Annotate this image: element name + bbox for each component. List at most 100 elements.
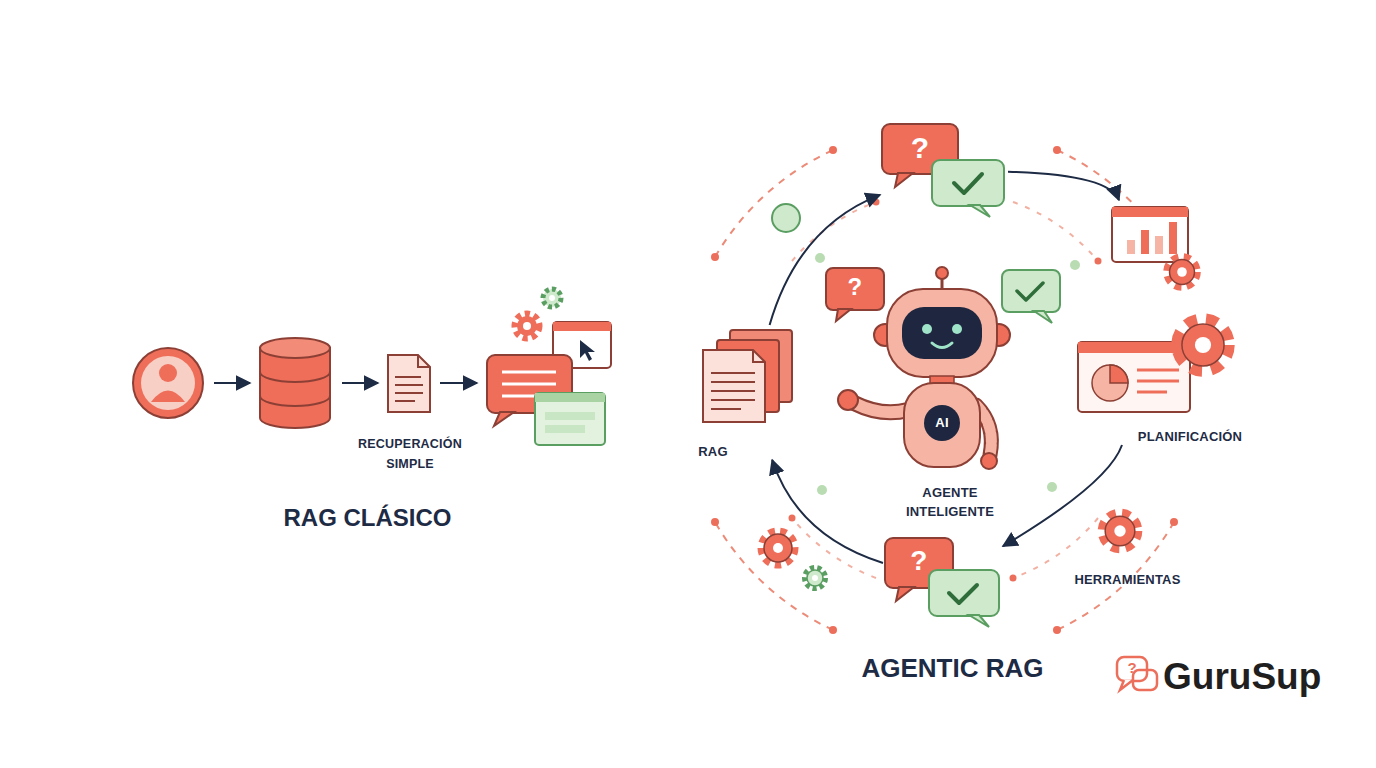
illustration-circle bbox=[829, 626, 837, 634]
illustration-path bbox=[260, 348, 330, 428]
illustration-circle bbox=[817, 485, 827, 495]
illustration-path bbox=[896, 587, 914, 601]
illustration-circle bbox=[952, 324, 962, 334]
illustration-line bbox=[711, 399, 755, 401]
illustration-line bbox=[1137, 380, 1179, 383]
illustration-circle bbox=[762, 532, 794, 564]
illustration-path bbox=[1017, 283, 1043, 300]
illustration-path bbox=[494, 412, 514, 426]
illustration-line bbox=[711, 381, 755, 383]
illustration-path bbox=[949, 585, 977, 603]
illustration-line bbox=[502, 371, 556, 374]
illustration-rect bbox=[1141, 230, 1149, 254]
illustration-path bbox=[715, 522, 833, 630]
illustration-rect bbox=[929, 570, 999, 616]
node-label: ? bbox=[894, 543, 944, 579]
node-label: AI bbox=[924, 414, 960, 432]
illustration-path bbox=[1013, 518, 1098, 578]
illustration-path bbox=[970, 205, 990, 217]
illustration-circle bbox=[1092, 365, 1128, 401]
illustration-g bbox=[815, 253, 1080, 495]
illustration-line bbox=[1137, 391, 1167, 394]
illustration-circle bbox=[515, 314, 539, 338]
illustration-rect bbox=[1078, 342, 1190, 412]
illustration-circle bbox=[1170, 518, 1178, 526]
illustration-circle bbox=[1195, 337, 1211, 353]
illustration-circle bbox=[924, 405, 960, 441]
illustration-line bbox=[342, 382, 378, 384]
illustration-path bbox=[792, 518, 876, 578]
illustration-line bbox=[1137, 369, 1179, 372]
illustration-circle bbox=[543, 289, 561, 307]
planning-dashboard: PLANIFICACIÓN bbox=[1075, 200, 1255, 445]
illustration-circle bbox=[1010, 575, 1017, 582]
illustration-rect bbox=[904, 383, 980, 467]
illustration-rect bbox=[1112, 207, 1188, 217]
illustration-circle bbox=[1095, 258, 1102, 265]
illustration-line bbox=[711, 408, 741, 410]
illustration-circle bbox=[922, 324, 932, 334]
question-answer-bubble-art bbox=[883, 536, 1003, 628]
illustration-rect bbox=[1002, 270, 1060, 312]
illustration-circle bbox=[815, 253, 825, 263]
ai-agent-robot: AI AGENTE INTELIGENTE bbox=[830, 265, 1070, 525]
illustration-circle bbox=[1053, 146, 1061, 154]
retrieval-document: RECUPERACIÓN SIMPLE bbox=[355, 350, 465, 475]
illustration-g bbox=[711, 373, 755, 409]
illustration-g bbox=[792, 202, 1098, 578]
illustration-path bbox=[854, 403, 908, 412]
illustration-circle bbox=[807, 570, 823, 586]
illustration-path bbox=[753, 350, 765, 362]
illustration-path bbox=[715, 150, 833, 257]
illustration-rect bbox=[1127, 240, 1135, 254]
illustration-rect bbox=[535, 393, 605, 445]
illustration-circle bbox=[981, 453, 997, 469]
illustration-rect bbox=[932, 160, 1004, 206]
rag-documents-art bbox=[695, 325, 805, 460]
illustration-line bbox=[711, 372, 755, 374]
illustration-line bbox=[711, 390, 755, 392]
illustration-circle bbox=[141, 356, 195, 410]
illustration-circle bbox=[1103, 514, 1137, 548]
illustration-circle bbox=[1179, 321, 1228, 370]
node-label: AGENTE INTELIGENTE bbox=[890, 483, 1010, 521]
illustration-circle bbox=[549, 295, 555, 301]
node-label: RAG bbox=[695, 443, 731, 461]
illustration-ellipse bbox=[260, 338, 330, 358]
illustration-path bbox=[151, 391, 185, 403]
illustration-circle bbox=[764, 534, 792, 562]
illustration-path bbox=[418, 355, 430, 367]
illustration-rect bbox=[545, 425, 585, 433]
illustration-path bbox=[580, 340, 595, 361]
question-answer-bubble: ? bbox=[880, 122, 1008, 218]
node-label: ? bbox=[895, 129, 945, 167]
illustration-circle bbox=[936, 267, 948, 279]
illustration-circle bbox=[517, 316, 537, 336]
illustration-circle bbox=[1070, 260, 1080, 270]
illustration-path bbox=[703, 350, 765, 422]
node-label: HERRAMIENTAS bbox=[1060, 571, 1195, 589]
illustration-path bbox=[1110, 365, 1128, 383]
illustration-path bbox=[895, 173, 913, 187]
question-answer-bubble: ? bbox=[883, 536, 1003, 628]
illustration-line bbox=[440, 382, 477, 384]
illustration-rect bbox=[553, 322, 611, 331]
illustration-circle bbox=[1053, 626, 1061, 634]
illustration-line bbox=[214, 382, 250, 384]
illustration-path bbox=[1120, 680, 1133, 690]
illustration-circle bbox=[1168, 258, 1197, 287]
illustration-circle bbox=[838, 390, 858, 410]
cycle-arrow bbox=[1003, 445, 1122, 546]
illustration-circle bbox=[812, 575, 818, 581]
cycle-arrow bbox=[772, 460, 883, 563]
question-answer-bubble-art bbox=[880, 122, 1008, 218]
section-title: AGENTIC RAG bbox=[820, 651, 1085, 685]
illustration-circle bbox=[773, 543, 783, 553]
illustration-circle bbox=[711, 253, 719, 261]
illustration-circle bbox=[1114, 525, 1125, 536]
rag-documents: RAG bbox=[695, 325, 805, 460]
node-label: ? bbox=[830, 271, 880, 303]
section-title: RAG CLÁSICO bbox=[230, 502, 505, 534]
illustration-rect bbox=[1169, 222, 1177, 254]
illustration-circle bbox=[159, 364, 177, 382]
